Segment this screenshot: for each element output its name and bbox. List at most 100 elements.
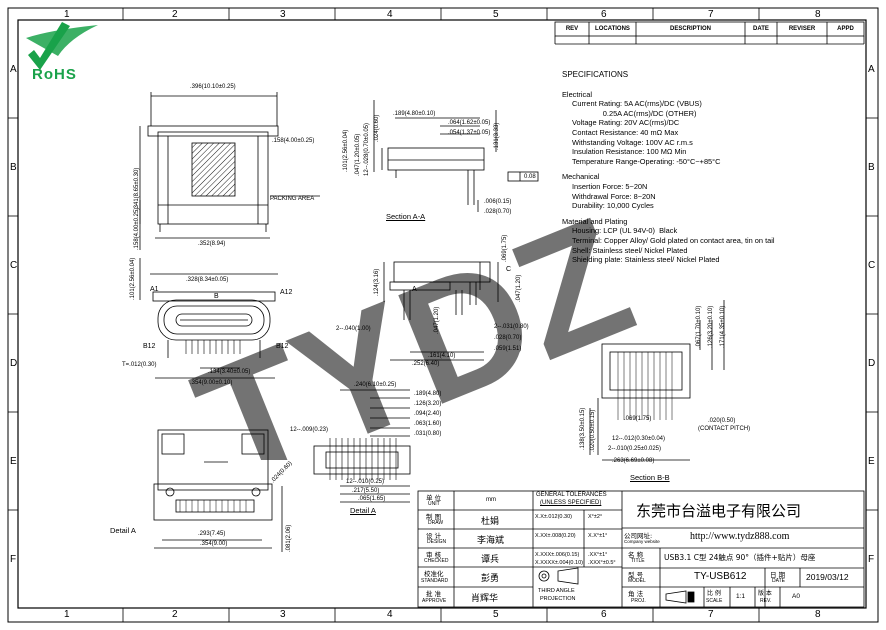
front-view <box>139 258 278 379</box>
row-label-right: F <box>868 554 875 565</box>
tb-projection-2: PROJECTION <box>540 596 576 602</box>
tb-rev-cn: 版 本 <box>758 590 772 597</box>
dim-label: .352(8.94) <box>198 241 226 247</box>
tb-draw-val: 杜娟 <box>481 517 500 527</box>
spec-line: Terminal: Copper Alloy/ Gold plated on c… <box>572 235 775 245</box>
col-label-top: 3 <box>280 9 286 20</box>
row-label-left: E <box>10 456 17 467</box>
section-marker: C <box>506 266 512 273</box>
dim-label: .396(10.10±0.25) <box>190 84 236 90</box>
tb-scale-cn: 比 例 <box>707 590 721 597</box>
tb-projection: THIRD ANGLE <box>538 588 575 594</box>
row-label-left: F <box>10 554 17 565</box>
dim-label: PACKING AREA <box>270 196 315 202</box>
tb-model-cn: 型 号 <box>628 571 644 579</box>
dim-label: .006(0.15) <box>484 199 512 205</box>
col-label-top: 2 <box>172 9 178 20</box>
tb-unit-val: mm <box>486 497 496 503</box>
col-label-bottom: 3 <box>280 609 286 620</box>
spec-mechanical-title: Mechanical <box>562 172 600 182</box>
col-label-top: 8 <box>815 9 821 20</box>
tb-std-cn: 校准化 <box>424 570 444 578</box>
row-label-left: B <box>10 162 17 173</box>
tb-date-cn: 日 期 <box>770 571 786 579</box>
spec-line: Current Rating: 5A AC(rms)/DC (VBUS) <box>572 99 702 109</box>
dim-label: .328(8.34±0.05) <box>186 277 229 283</box>
col-label-bottom: 6 <box>601 609 607 620</box>
tb-date-en: DATE <box>772 578 785 584</box>
tb-std-val: 彭勇 <box>481 574 500 584</box>
dim-label: .028(0.70) <box>494 335 522 341</box>
dim-label: .020(0.50) <box>708 418 736 424</box>
tb-name-cn: 名 称 <box>628 551 644 559</box>
spec-line: Contact Resistance: 40 mΩ Max <box>572 127 679 137</box>
tb-tol-cell: X.X±.012(0.30) <box>535 514 572 520</box>
rev-header-reviser: REVISER <box>788 26 816 32</box>
spec-line: Withdrawal Force: 8~20N <box>572 191 656 201</box>
row-label-right: D <box>868 358 876 369</box>
row-label-left: A <box>10 64 17 75</box>
spec-line: Voltage Rating: 20V AC(rms)/DC <box>572 118 680 128</box>
dim-label: .069(1.75) <box>624 416 652 422</box>
spec-line: Withstanding Voltage: 100V AC r.m.s <box>572 137 693 147</box>
tb-draw-cn: 制 图 <box>426 513 442 521</box>
col-label-bottom: 5 <box>493 609 499 620</box>
title-block-lines <box>417 490 865 608</box>
tb-check-val: 谭兵 <box>481 555 500 565</box>
tb-angle-cn: 角 法 <box>628 590 644 598</box>
dim-label: .054(1.37±0.05) <box>448 130 491 136</box>
dim-label: .134(3.40±0.05) <box>208 369 251 375</box>
top-view <box>139 92 320 250</box>
dim-label: .240(6.10±0.25) <box>354 382 397 388</box>
tb-tol-title: GENERAL TOLERANCES <box>536 492 607 498</box>
tb-approve-en: APPROVE <box>422 598 447 604</box>
dim-label: .047(1.20) <box>434 306 440 334</box>
tb-website-label-en: Company website <box>624 539 660 544</box>
tb-name-en: TITLE <box>631 558 645 564</box>
row-label-right: B <box>868 162 875 173</box>
tb-tol-sub: (UNLESS SPECIFIED) <box>540 500 602 506</box>
col-label-bottom: 8 <box>815 609 821 620</box>
dim-label: 2--.040(1.00) <box>336 326 371 332</box>
dim-label: .028(0.70) <box>484 209 512 215</box>
tb-approve-val: 肖辉华 <box>471 594 499 604</box>
dim-label: .031(0.80) <box>414 431 442 437</box>
rohs-check-icon <box>26 22 98 70</box>
spec-title: SPECIFICATIONS <box>562 70 629 79</box>
tb-date-val: 2019/03/12 <box>806 572 849 582</box>
dim-label: .069(1.75) <box>502 234 508 262</box>
projection-symbol-icon <box>538 567 579 585</box>
tb-model-en: MODEL <box>628 578 646 584</box>
rev-header-rev: REV <box>565 26 579 32</box>
tb-unit-en: UNIT <box>428 501 440 507</box>
tb-tol-cell: X.XXX±.006(0.15) <box>535 552 580 558</box>
bottom-left-view <box>153 429 283 552</box>
tb-tol-cell: .XXX°±0.5° <box>588 560 616 566</box>
dim-label: 12--.009(0.23) <box>290 427 329 433</box>
tb-website: http://www.tydz888.com <box>690 531 790 542</box>
dim-label: .341(8.65±0.30) <box>134 167 140 210</box>
dim-label: 0.08 <box>524 174 536 180</box>
dim-label: .020(0.50±0.15) <box>590 409 596 452</box>
dim-label: 12--.012(0.30±0.04) <box>612 436 665 442</box>
section-a-title: Section A-A <box>386 212 426 221</box>
pin-label: B12 <box>143 343 156 350</box>
col-label-top: 7 <box>708 9 714 20</box>
row-label-right: E <box>868 456 875 467</box>
outer-border <box>7 7 879 623</box>
dim-label: .063(1.60) <box>414 421 442 427</box>
tb-check-en: CHECKED <box>424 558 449 564</box>
tb-website-label: 公司网址: <box>624 532 653 540</box>
spec-line: 0.25A AC(rms)/DC (OTHER) <box>572 108 697 118</box>
col-label-top: 6 <box>601 9 607 20</box>
tb-design-val: 李海斌 <box>477 536 505 546</box>
dim-label: .126(3.20±0.10) <box>708 305 714 348</box>
side-view <box>383 261 499 361</box>
dim-label: .189(4.80±0.10) <box>393 111 436 117</box>
dim-label: (CONTACT PITCH) <box>698 426 751 432</box>
dim-label: .161(4.10) <box>428 353 456 359</box>
tb-model-val: TY-USB612 <box>694 571 747 582</box>
tb-tol-cell: X.X°±1° <box>588 533 608 539</box>
dim-label: T=.012(0.30) <box>122 362 157 368</box>
